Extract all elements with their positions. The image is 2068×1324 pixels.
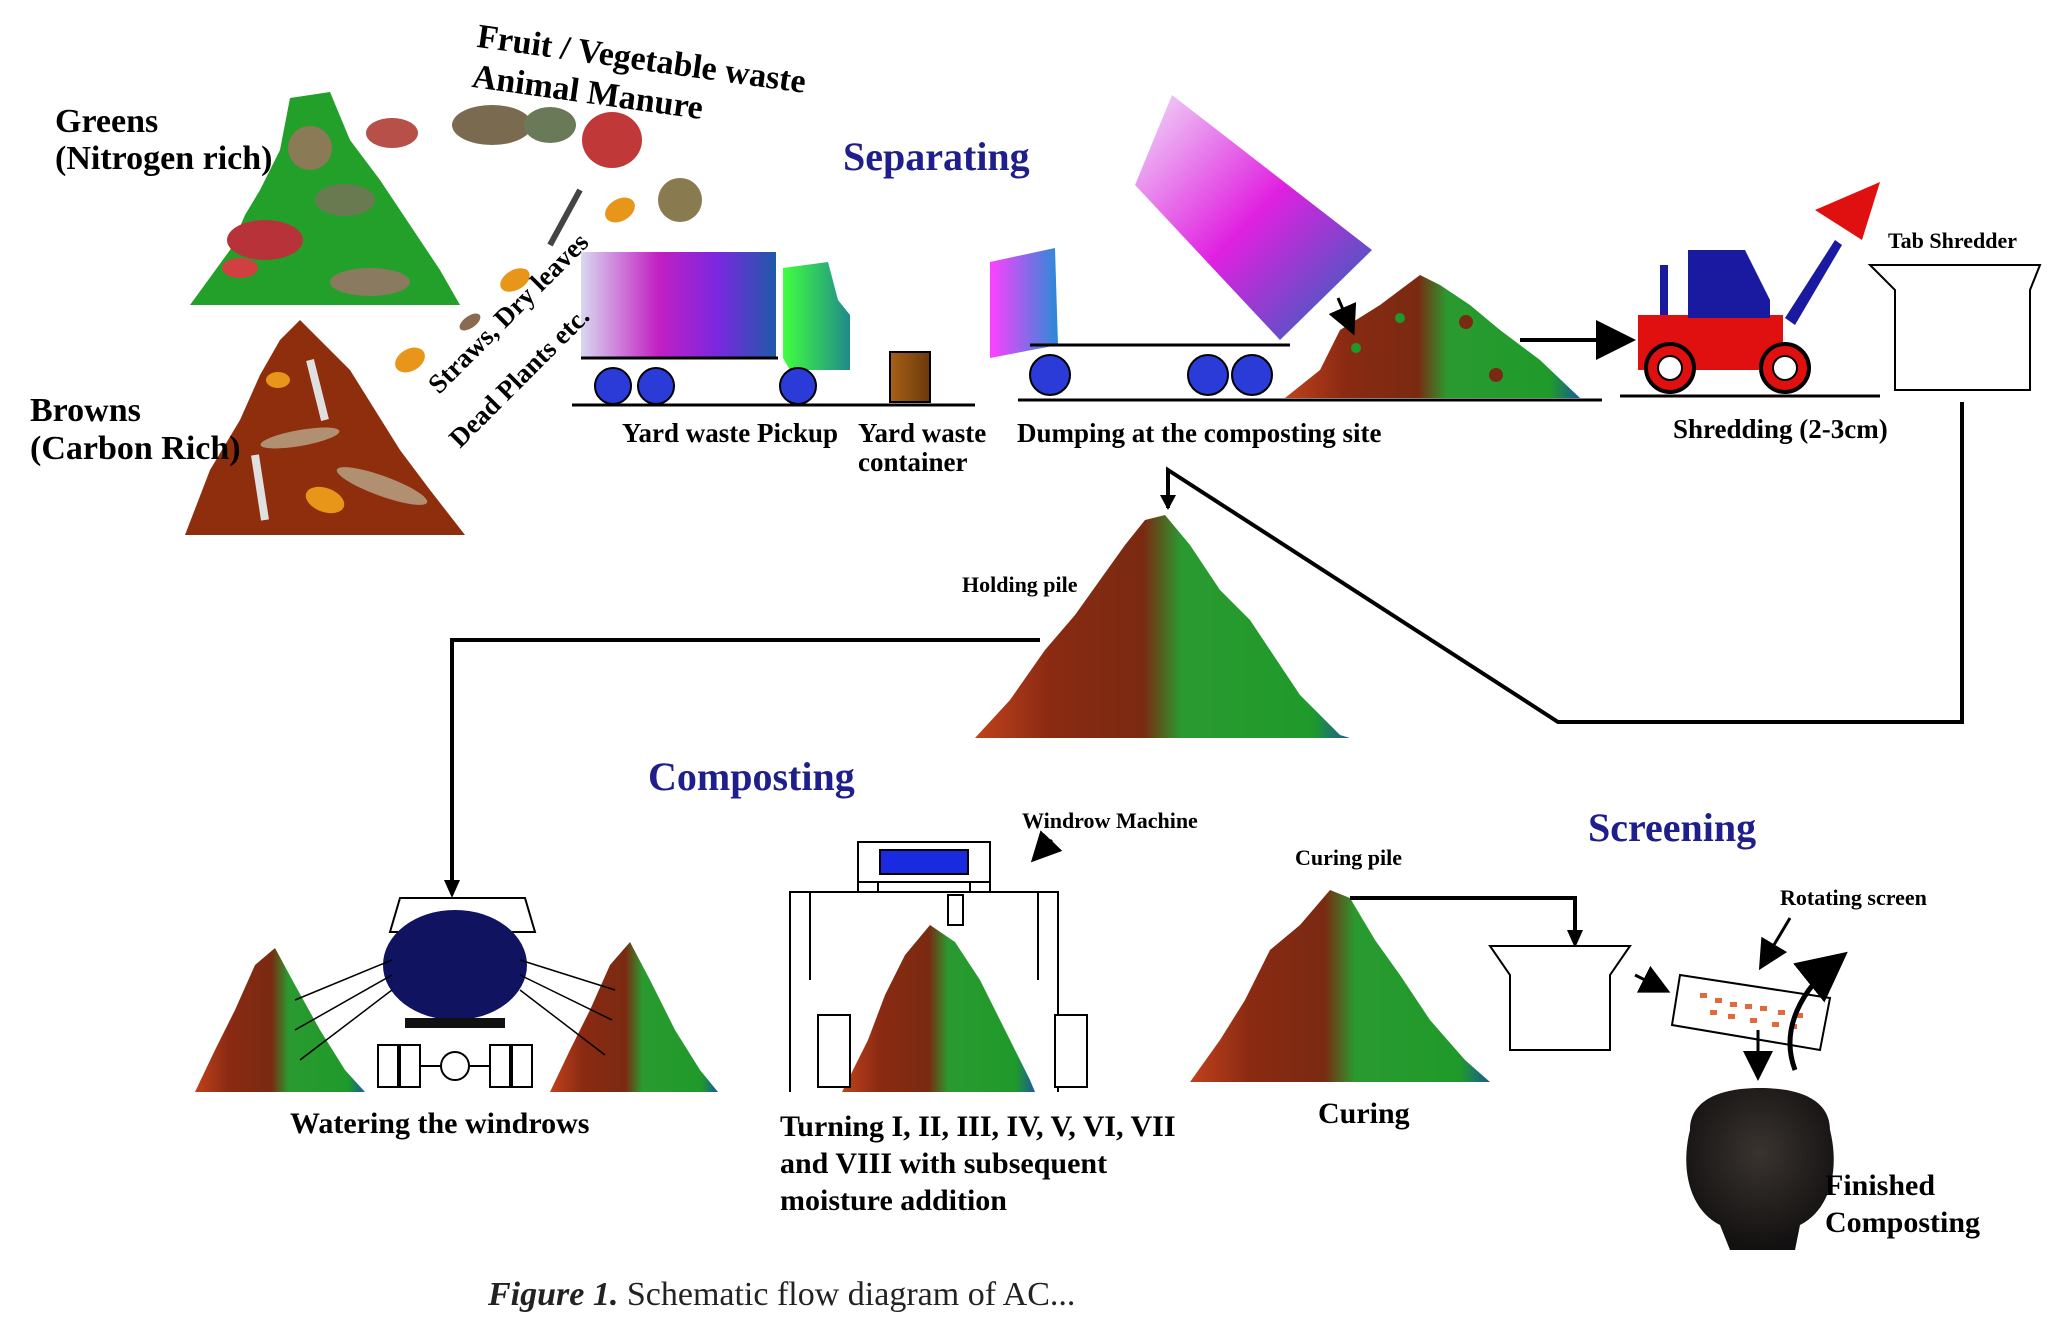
dump-arrow [1328,297,1357,336]
turning-label-2: and VIII with subsequent [780,1147,1108,1180]
rotating-screen-label: Rotating screen [1780,885,1927,910]
caption-figure-number: Figure 1. [488,1276,619,1313]
pickup-truck [572,252,975,407]
browns-label: Browns [30,392,141,429]
holding-to-windrow-flow [450,638,1040,890]
separating-heading: Separating [843,134,1030,179]
curing-to-screen-flow [1350,896,1577,940]
turning-label-3: moisture addition [780,1184,1007,1217]
shredder-to-holding-flow [1166,402,1964,724]
finished-label-1: Finished [1825,1169,1936,1202]
holding-pile [975,515,1350,738]
composting-heading: Composting [648,754,855,799]
browns-pile [185,320,465,535]
caption-text: Schematic flow diagram of AC... [618,1276,1076,1313]
screening-heading: Screening [1588,805,1757,850]
yard-container-label-2: container [858,447,968,477]
hopper-arrow [1634,965,1671,993]
watering-label: Watering the windrows [290,1107,590,1140]
finished-compost [1686,1088,1834,1250]
rotation-arrow [1787,951,1848,1071]
turning-label-1: Turning I, II, III, IV, V, VI, VII [780,1110,1176,1143]
curing-pile-label: Curing pile [1295,845,1402,870]
greens-sub-label: (Nitrogen rich) [55,140,273,177]
browns-sub-label: (Carbon Rich) [30,430,241,467]
curing-pile [1190,890,1490,1082]
food-waste-strip [366,105,702,373]
greens-pile [190,92,460,305]
tab-shredder [1867,264,2042,391]
dumped-pile [1285,275,1580,398]
greens-label: Greens [55,103,159,140]
rotating-screen-arrow [1758,917,1792,971]
watering-scene [195,897,718,1092]
yard-pickup-label: Yard waste Pickup [622,418,839,448]
dump-truck [990,95,1602,402]
rotating-screen [1670,973,1832,1052]
windrow-machine-arrow [1030,830,1063,863]
dumping-label: Dumping at the composting site [1017,418,1382,448]
screen-hopper [1488,945,1632,1051]
curing-label: Curing [1318,1097,1410,1130]
waste-blob [288,126,332,170]
tab-shredder-label: Tab Shredder [1888,228,2017,253]
shredding-label: Shredding (2-3cm) [1673,414,1888,444]
holding-pile-label: Holding pile [962,572,1078,597]
shredding-tractor [1620,182,1880,398]
windrow-machine [789,841,1088,1092]
yard-container-label-1: Yard waste [858,418,987,448]
figure-caption: Figure 1. Schematic flow diagram of AC..… [488,1276,1075,1314]
yard-waste-container [889,351,931,403]
finished-label-2: Composting [1825,1206,1981,1239]
windrow-machine-label: Windrow Machine [1022,808,1198,833]
